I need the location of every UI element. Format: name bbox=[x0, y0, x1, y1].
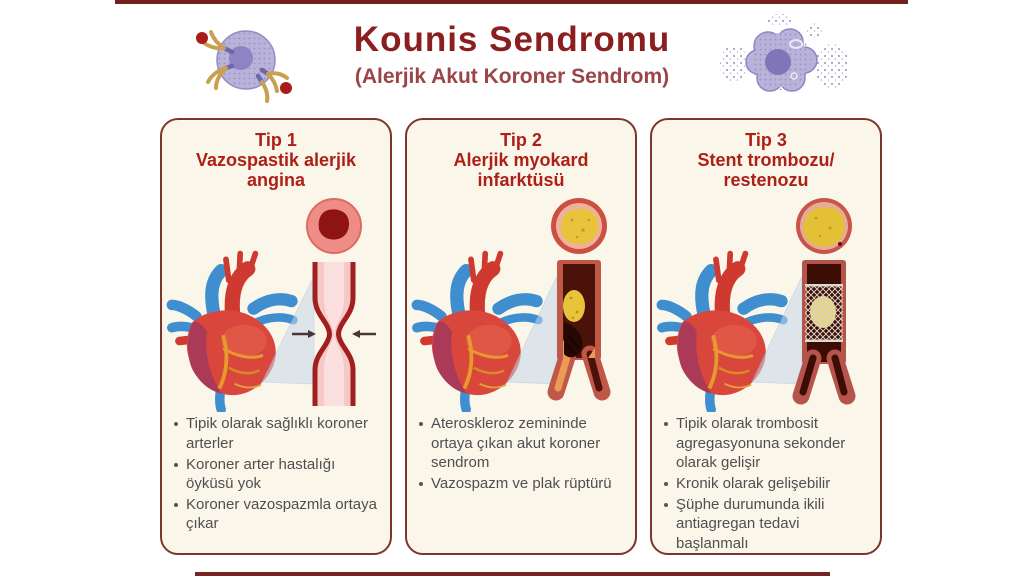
bullet-dot bbox=[419, 422, 423, 427]
illustration-coronary-vasospasm bbox=[162, 198, 376, 412]
vessel-longitudinal-stent bbox=[792, 260, 856, 405]
bullet-dot bbox=[664, 422, 668, 427]
bullet-item: Vazospazm ve plak rüptürü bbox=[419, 474, 625, 493]
bullet-dot bbox=[174, 503, 178, 508]
panel-tip-2: Tip 2 Alerjik myokard infarktüsü bbox=[405, 118, 637, 555]
bullet-text: Tipik olarak trombosit agregasyonuna sek… bbox=[676, 415, 846, 471]
page-subtitle: (Alerjik Akut Koroner Sendrom) bbox=[354, 64, 670, 88]
vessel-cross-section-plaque bbox=[551, 198, 607, 255]
header: Kounis Sendromu (Alerjik Akut Koroner Se… bbox=[0, 20, 1024, 89]
top-crop-bar bbox=[115, 0, 908, 4]
vessel-longitudinal-spasm bbox=[312, 262, 356, 407]
bullet-text: Şüphe durumunda ikili antiagregan tedavi… bbox=[676, 496, 825, 552]
bullet-list: Ateroskleroz zemininde ortaya çıkan akut… bbox=[419, 414, 625, 495]
bullet-list: Tipik olarak sağlıklı koroner arterler K… bbox=[174, 414, 380, 535]
bullet-dot bbox=[664, 503, 668, 508]
bullet-dot bbox=[664, 482, 668, 487]
panel-title: Tip 2 Alerjik myokard infarktüsü bbox=[407, 130, 635, 190]
vessel-longitudinal-thrombus bbox=[547, 260, 611, 401]
heart-icon bbox=[662, 254, 784, 410]
bullet-text: Ateroskleroz zemininde ortaya çıkan akut… bbox=[431, 415, 601, 471]
panel-condition-name: Vazospastik alerjik angina bbox=[195, 150, 357, 191]
bullet-dot bbox=[419, 482, 423, 487]
degranulating-mast-cell-icon bbox=[720, 14, 849, 92]
plaque bbox=[563, 290, 585, 323]
mast-cell-ige-icon bbox=[196, 30, 292, 103]
panel-condition-name: Stent trombozu/ restenozu bbox=[697, 150, 835, 191]
illustration-stent-thrombosis bbox=[652, 198, 856, 412]
panels-row: Tip 1 Vazospastik alerjik angina bbox=[160, 118, 882, 555]
panel-tip-label: Tip 3 bbox=[745, 130, 787, 150]
bullet-item: Tipik olarak trombosit agregasyonuna sek… bbox=[664, 414, 870, 472]
bullet-text: Kronik olarak gelişebilir bbox=[676, 475, 831, 493]
bullet-text: Tipik olarak sağlıklı koroner arterler bbox=[186, 415, 369, 452]
bullet-item: Koroner arter hastalığı öyküsü yok bbox=[174, 455, 380, 493]
page-title: Kounis Sendromu bbox=[353, 20, 671, 59]
vasospasm-arrows bbox=[292, 330, 376, 339]
heart-icon bbox=[172, 254, 294, 410]
bottom-crop-bar bbox=[195, 572, 830, 576]
thrombus bbox=[564, 322, 583, 358]
vessel-cross-section-plaque bbox=[796, 198, 852, 255]
granule-spray bbox=[720, 14, 849, 89]
panel-title: Tip 1 Vazospastik alerjik angina bbox=[162, 130, 390, 190]
bullet-text: Koroner arter hastalığı öyküsü yok bbox=[186, 455, 336, 493]
bullet-dot bbox=[174, 462, 178, 467]
panel-condition-name: Alerjik myokard infarktüsü bbox=[453, 150, 589, 191]
panel-tip-3: Tip 3 Stent trombozu/ restenozu bbox=[650, 118, 882, 555]
bullet-item: Tipik olarak sağlıklı koroner arterler bbox=[174, 414, 380, 452]
bullet-list: Tipik olarak trombosit agregasyonuna sek… bbox=[664, 414, 870, 553]
heart-icon bbox=[417, 254, 539, 410]
bullet-item: Şüphe durumunda ikili antiagregan tedavi… bbox=[664, 495, 870, 553]
bullet-item: Koroner vazospazmla ortaya çıkar bbox=[174, 495, 380, 533]
bullet-text: Koroner vazospazmla ortaya çıkar bbox=[186, 496, 377, 533]
panel-tip-label: Tip 1 bbox=[255, 130, 297, 150]
panel-title: Tip 3 Stent trombozu/ restenozu bbox=[652, 130, 880, 190]
illustration-plaque-rupture bbox=[407, 198, 611, 412]
panel-tip-1: Tip 1 Vazospastik alerjik angina bbox=[160, 118, 392, 555]
magnifier-cone bbox=[751, 276, 803, 385]
bullet-item: Ateroskleroz zemininde ortaya çıkan akut… bbox=[419, 414, 625, 472]
magnifier-cone bbox=[261, 276, 315, 385]
bullet-dot bbox=[174, 422, 178, 427]
panel-tip-label: Tip 2 bbox=[500, 130, 542, 150]
magnifier-cone bbox=[506, 276, 558, 385]
bullet-item: Kronik olarak gelişebilir bbox=[664, 474, 870, 493]
vessel-cross-section bbox=[306, 198, 362, 255]
stent-mesh bbox=[805, 286, 843, 341]
bullet-text: Vazospazm ve plak rüptürü bbox=[431, 475, 612, 493]
